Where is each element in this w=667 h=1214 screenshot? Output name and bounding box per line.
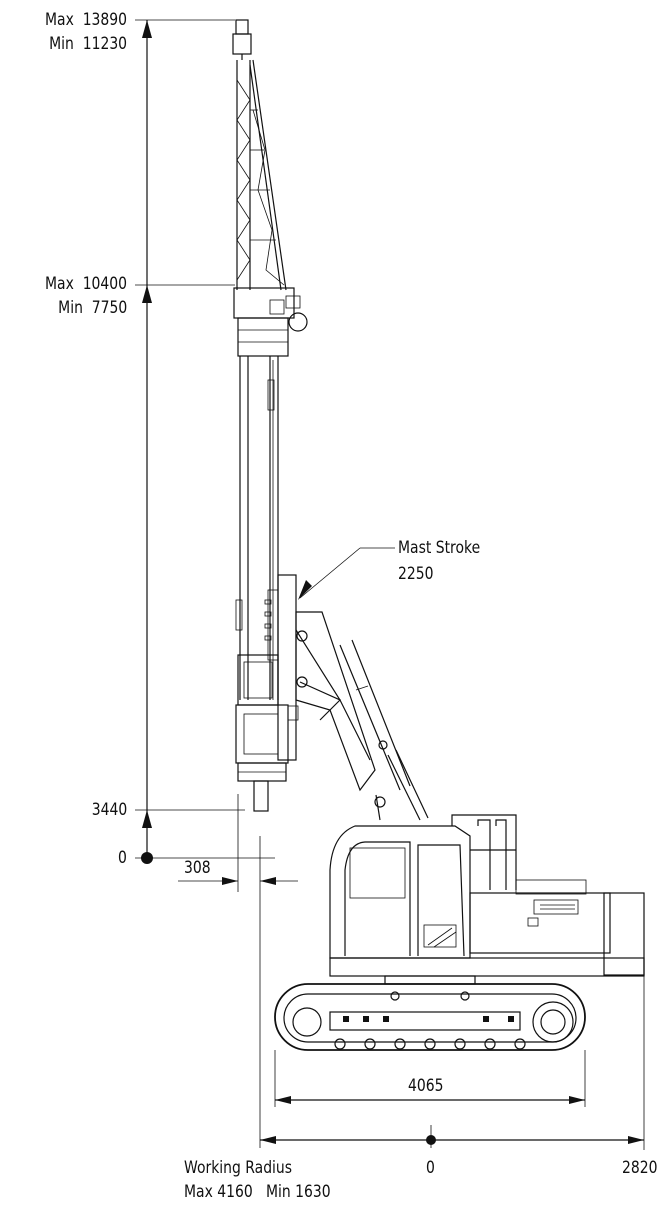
- ground-origin-dot: [141, 852, 153, 864]
- ground-zero-label: 0: [118, 848, 127, 868]
- radius-zero-label: 0: [426, 1158, 435, 1178]
- height-head-min-label: Min 7750: [57, 298, 127, 318]
- offset-value-label: 308: [184, 858, 211, 878]
- rotation-center-dot: [426, 1135, 436, 1145]
- working-radius-dimension: [260, 975, 645, 1150]
- radius-tail-label: 2820: [622, 1158, 658, 1178]
- boom-linkage: [295, 611, 429, 821]
- mast-stroke-value: 2250: [398, 564, 434, 584]
- working-radius-label: Working Radius: [184, 1158, 293, 1178]
- mast: [232, 19, 308, 812]
- height-top-min-label: Min 11230: [49, 34, 127, 54]
- upper-carriage: [329, 814, 645, 985]
- height-tool-label: 3440: [91, 800, 127, 820]
- track-length-dimension: [274, 1050, 586, 1107]
- crawler-track: [274, 983, 586, 1051]
- offset-dimension: [178, 794, 298, 1148]
- mast-stroke-label: Mast Stroke: [398, 538, 481, 558]
- height-dimension-line: [135, 19, 275, 864]
- mast-stroke-leader: [298, 547, 395, 600]
- track-length-label: 4065: [408, 1076, 444, 1096]
- height-head-max-label: Max 10400: [44, 274, 127, 294]
- working-radius-range: Max 4160 Min 1630: [184, 1182, 331, 1202]
- height-top-max-label: Max 13890: [44, 10, 127, 30]
